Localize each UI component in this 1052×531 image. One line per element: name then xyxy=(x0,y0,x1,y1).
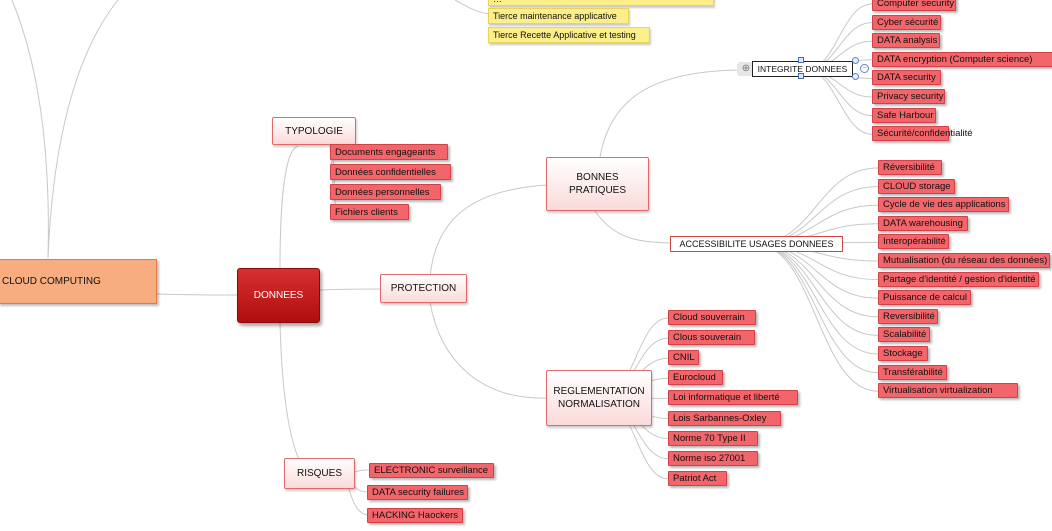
topic-typologie[interactable]: TYPOLOGIE xyxy=(272,117,356,145)
leaf-accessibilite[interactable]: Puissance de calcul xyxy=(878,290,971,306)
leaf-reglementation[interactable]: Cloud souverrain xyxy=(668,310,756,325)
resize-grip[interactable] xyxy=(852,57,859,64)
leaf-integrite[interactable]: Privacy security xyxy=(872,89,945,104)
leaf-integrite[interactable]: DATA security xyxy=(872,70,941,86)
connector xyxy=(279,322,301,463)
leaf-integrite[interactable]: Computer security xyxy=(872,0,956,11)
leaf-typologie[interactable]: Fichiers clients xyxy=(330,204,409,220)
leaf-reglementation[interactable]: Norme 70 Type II xyxy=(668,430,758,446)
drag-handle-icon[interactable]: ⊕ xyxy=(737,62,755,76)
leaf-risques[interactable]: HACKING Haockers xyxy=(367,508,463,523)
leaf-reglementation[interactable]: Clous souverain xyxy=(668,330,755,346)
connector-fan xyxy=(754,167,879,392)
yellow-item-partial[interactable]: … xyxy=(488,0,714,6)
leaf-risques[interactable]: ELECTRONIC surveillance xyxy=(369,463,494,478)
topic-reglementation[interactable]: REGLEMENTATION NORMALISATION xyxy=(546,370,652,426)
connector xyxy=(454,0,491,15)
leaf-accessibilite[interactable]: Stockage xyxy=(878,346,928,361)
topic-protection[interactable]: PROTECTION xyxy=(380,274,467,303)
leaf-accessibilite[interactable]: Interopérabilité xyxy=(878,234,949,250)
leaf-accessibilite[interactable]: Réversibilité xyxy=(878,160,942,175)
topic-risques[interactable]: RISQUES xyxy=(284,458,355,489)
leaf-risques[interactable]: DATA security failures xyxy=(367,485,468,500)
yellow-item-tierce-recette[interactable]: Tierce Recette Applicative et testing xyxy=(488,27,650,43)
center-node-donnees[interactable]: DONNEES xyxy=(237,268,320,323)
leaf-typologie[interactable]: Données confidentielles xyxy=(330,164,451,180)
leaf-accessibilite[interactable]: Scalabilité xyxy=(878,327,930,343)
leaf-accessibilite[interactable]: CLOUD storage xyxy=(878,178,955,194)
leaf-reglementation[interactable]: CNIL xyxy=(668,350,699,366)
connector xyxy=(319,288,381,291)
leaf-integrite[interactable]: Sécurité/confidentialité xyxy=(872,126,973,142)
connector xyxy=(429,184,548,279)
resize-grip[interactable] xyxy=(852,73,859,80)
leaf-accessibilite[interactable]: Transférabilité xyxy=(878,364,947,380)
leaf-reglementation[interactable]: Loi informatique et liberté xyxy=(668,390,798,406)
leaf-integrite[interactable]: DATA analysis xyxy=(872,33,940,49)
leaf-integrite[interactable]: DATA encryption (Computer science) xyxy=(872,51,1052,67)
leaf-reglementation[interactable]: Lois Sarbannes-Oxley xyxy=(668,410,781,426)
connector xyxy=(279,145,299,269)
connector xyxy=(11,0,49,259)
leaf-accessibilite[interactable]: Cycle de vie des applications xyxy=(878,197,1009,213)
leaf-reglementation[interactable]: Norme iso 27001 xyxy=(668,450,758,466)
connector xyxy=(156,293,238,296)
connector xyxy=(47,0,119,259)
collapse-toggle-icon[interactable]: − xyxy=(860,64,869,73)
connector xyxy=(599,69,746,158)
leaf-accessibilite[interactable]: Mutualisation (du réseau des données) xyxy=(878,253,1050,268)
leaf-integrite[interactable]: Cyber sécurité xyxy=(872,14,941,30)
leaf-reglementation[interactable]: Eurocloud xyxy=(668,370,723,386)
leaf-accessibilite[interactable]: DATA warehousing xyxy=(878,215,968,231)
topic-accessibilite[interactable]: ACCESSIBILITE USAGES DONNEES xyxy=(670,236,843,252)
topic-bonnes-pratiques[interactable]: BONNES PRATIQUES xyxy=(546,157,649,211)
leaf-integrite[interactable]: Safe Harbour xyxy=(872,107,936,123)
leaf-accessibilite[interactable]: Partage d'identité / gestion d'identité xyxy=(878,271,1039,287)
connector xyxy=(429,301,548,399)
connector xyxy=(594,210,671,244)
leaf-accessibilite[interactable]: Virtualisation virtualization xyxy=(878,383,1018,399)
leaf-reglementation[interactable]: Patriot Act xyxy=(668,470,727,486)
selection-handle[interactable] xyxy=(798,57,804,63)
root-node-cloud-computing[interactable]: CLOUD COMPUTING xyxy=(0,259,157,304)
leaf-typologie[interactable]: Documents engageants xyxy=(330,144,448,160)
leaf-typologie[interactable]: Données personnelles xyxy=(330,184,441,200)
yellow-item-tierce-maintenance[interactable]: Tierce maintenance applicative xyxy=(488,8,629,24)
leaf-accessibilite[interactable]: Reversibilité xyxy=(878,308,938,324)
selection-handle[interactable] xyxy=(798,73,804,79)
